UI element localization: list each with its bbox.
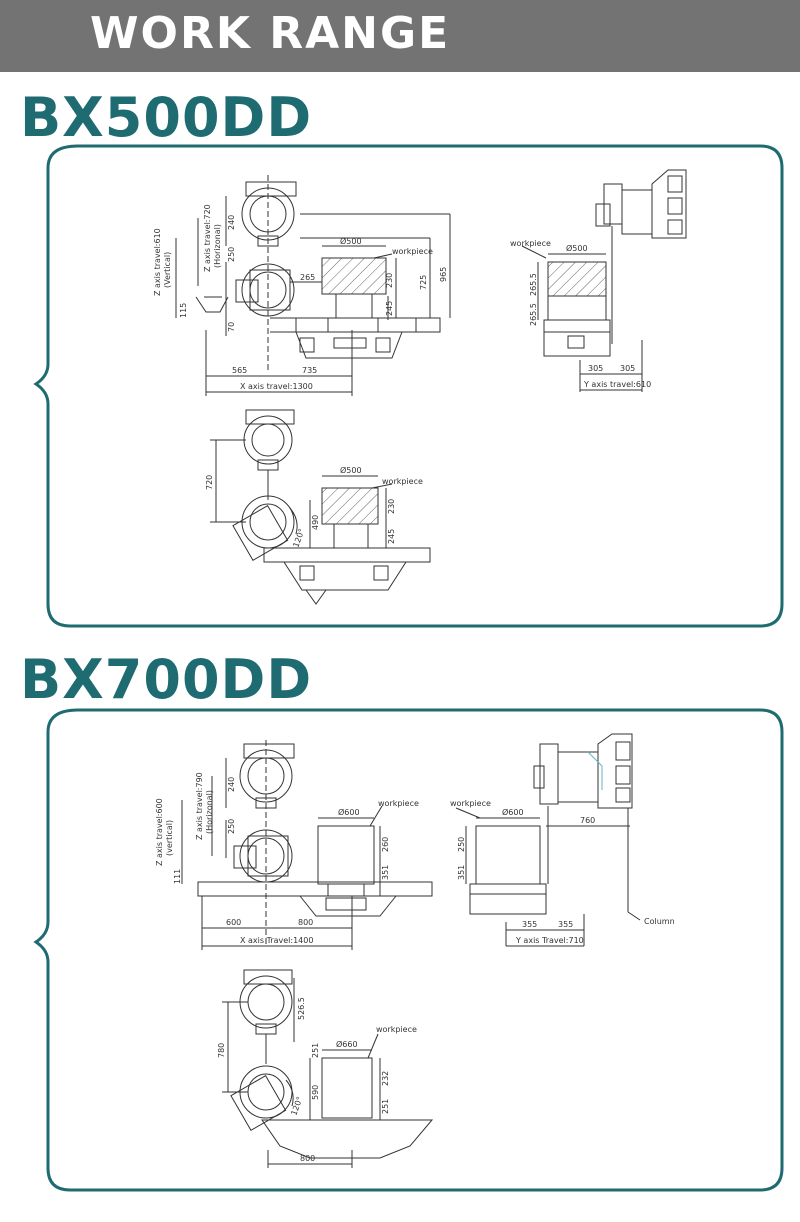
bx700-x-travel: X axis Travel:1400 <box>240 936 313 945</box>
bx500-tilt-dim-230: 230 <box>387 499 396 514</box>
bx500-tilt-diameter: Ø500 <box>340 465 362 475</box>
bx500-front-labels: Z axis travel:610 (Vertical) Z axis trav… <box>153 204 448 391</box>
bx500-tilt-dim-245: 245 <box>387 529 396 544</box>
bx700-tilt-dim-800: 800 <box>300 1154 315 1163</box>
bx700-tilt-dim-780: 780 <box>217 1043 226 1058</box>
bx500-dim-230: 230 <box>385 273 394 288</box>
bx500-side-labels: workpiece Ø500 265.5 265.5 305 305 Y axi… <box>510 239 651 389</box>
bx500-dim-250: 250 <box>227 247 236 262</box>
bx500-side-view <box>521 169 687 392</box>
model-title-bx500dd: BX500DD <box>20 86 313 149</box>
bx500-workpiece-label: workpiece <box>392 247 433 256</box>
model-title-bx700dd: BX700DD <box>20 648 313 711</box>
bx700-tilt-labels: 526.5 780 Ø660 workpiece 251 232 251 590… <box>217 997 417 1163</box>
bx500-dim-245: 245 <box>385 301 394 316</box>
bx700-workpiece-label: workpiece <box>378 799 419 808</box>
bx700-side-dim-355a: 355 <box>522 920 537 929</box>
bx700-dim-600: 600 <box>226 918 241 927</box>
bx500-side-dim-305b: 305 <box>620 364 635 373</box>
bx700-dim-260: 260 <box>381 837 390 852</box>
bx700-z-vertical-note: (vertical) <box>165 820 174 856</box>
bx500-tilt-workpiece: workpiece <box>382 477 423 486</box>
bx700-side-view <box>455 733 641 947</box>
bx700-tilt-workpiece: workpiece <box>376 1025 417 1034</box>
bx500-x-travel: X axis travel:1300 <box>240 382 313 391</box>
bx500-tilt-dim-720: 720 <box>205 475 214 490</box>
bx700-tilt-angle: 120° <box>289 1095 304 1116</box>
bx500-dim-565: 565 <box>232 366 247 375</box>
bx700-side-y-travel: Y axis Travel:710 <box>515 936 584 945</box>
bx500-tilt-labels: 720 Ø500 workpiece 230 245 490 120° <box>205 465 423 549</box>
bx700-front-view <box>181 740 433 950</box>
bx700-z-vertical-label: Z axis travel:600 <box>155 798 164 866</box>
bx500-front-view <box>175 175 451 396</box>
bx700-dim-800: 800 <box>298 918 313 927</box>
bx700-dim-240: 240 <box>227 777 236 792</box>
bx700-front-labels: Z axis travel:600 (vertical) Z axis trav… <box>155 772 419 945</box>
bx500-dim-725: 725 <box>419 275 428 290</box>
bx500-z-vertical-label: Z axis travel:610 <box>153 228 162 296</box>
bx500-dim-965: 965 <box>439 267 448 282</box>
bx700-dim-250: 250 <box>227 819 236 834</box>
bx500-side-y-travel: Y axis travel:610 <box>583 380 651 389</box>
bx500-tilt-angle: 120° <box>291 527 306 548</box>
bx500-side-dim-2655b: 265.5 <box>529 303 538 326</box>
bx700-dim-111: 111 <box>173 869 182 884</box>
bx500-dim-265: 265 <box>300 273 315 282</box>
bx500-dim-115: 115 <box>179 303 188 318</box>
bx500-z-horizontal-note: (Horizonal) <box>213 224 222 268</box>
bx700-tilt-dim-232: 232 <box>381 1071 390 1086</box>
bx700-tilt-dim-5265: 526.5 <box>297 997 306 1020</box>
bx500-tilt-view <box>210 409 431 605</box>
bx500-dim-70: 70 <box>227 322 236 332</box>
bx700-tilt-dim-251b: 251 <box>381 1099 390 1114</box>
bx500-z-horizontal-label: Z axis travel:720 <box>203 204 212 272</box>
bx700-side-diameter: Ø600 <box>502 807 524 817</box>
bx700-tilt-dim-590: 590 <box>311 1085 320 1100</box>
bx500-bracket-frame <box>33 144 784 628</box>
bx700-side-workpiece: workpiece <box>450 799 491 808</box>
bx700-side-dim-351: 351 <box>457 865 466 880</box>
bx700-z-horizontal-label: Z axis travel:790 <box>195 772 204 840</box>
bx700-tilt-dim-251a: 251 <box>311 1043 320 1058</box>
bx500-side-workpiece: workpiece <box>510 239 551 248</box>
header-banner: WORK RANGE <box>0 0 800 72</box>
bx700-side-labels: workpiece Ø600 250 351 760 355 355 Y axi… <box>450 799 675 945</box>
bx500-side-dim-305a: 305 <box>588 364 603 373</box>
bx500-dim-735: 735 <box>302 366 317 375</box>
bx700-tilt-diameter: Ø660 <box>336 1039 358 1049</box>
bx700-diameter: Ø600 <box>338 807 360 817</box>
bx500-side-dim-2655a: 265.5 <box>529 273 538 296</box>
bx700-side-dim-760: 760 <box>580 816 595 825</box>
bx500-tilt-dim-490: 490 <box>311 515 320 530</box>
bx500-dim-240: 240 <box>227 215 236 230</box>
page-title: WORK RANGE <box>90 8 451 59</box>
bx500-diameter: Ø500 <box>340 236 362 246</box>
bx700-side-dim-355b: 355 <box>558 920 573 929</box>
bx700-side-column-label: Column <box>644 917 675 926</box>
bx700-z-horizontal-note: (Horizonal) <box>205 790 214 834</box>
bx700-side-dim-250: 250 <box>457 837 466 852</box>
bx700-dim-351: 351 <box>381 865 390 880</box>
bx500-z-vertical-note: (Vertical) <box>163 252 172 288</box>
bx700-tilt-view <box>222 969 434 1168</box>
bx700-bracket-frame <box>33 708 784 1192</box>
bx500-side-diameter: Ø500 <box>566 243 588 253</box>
